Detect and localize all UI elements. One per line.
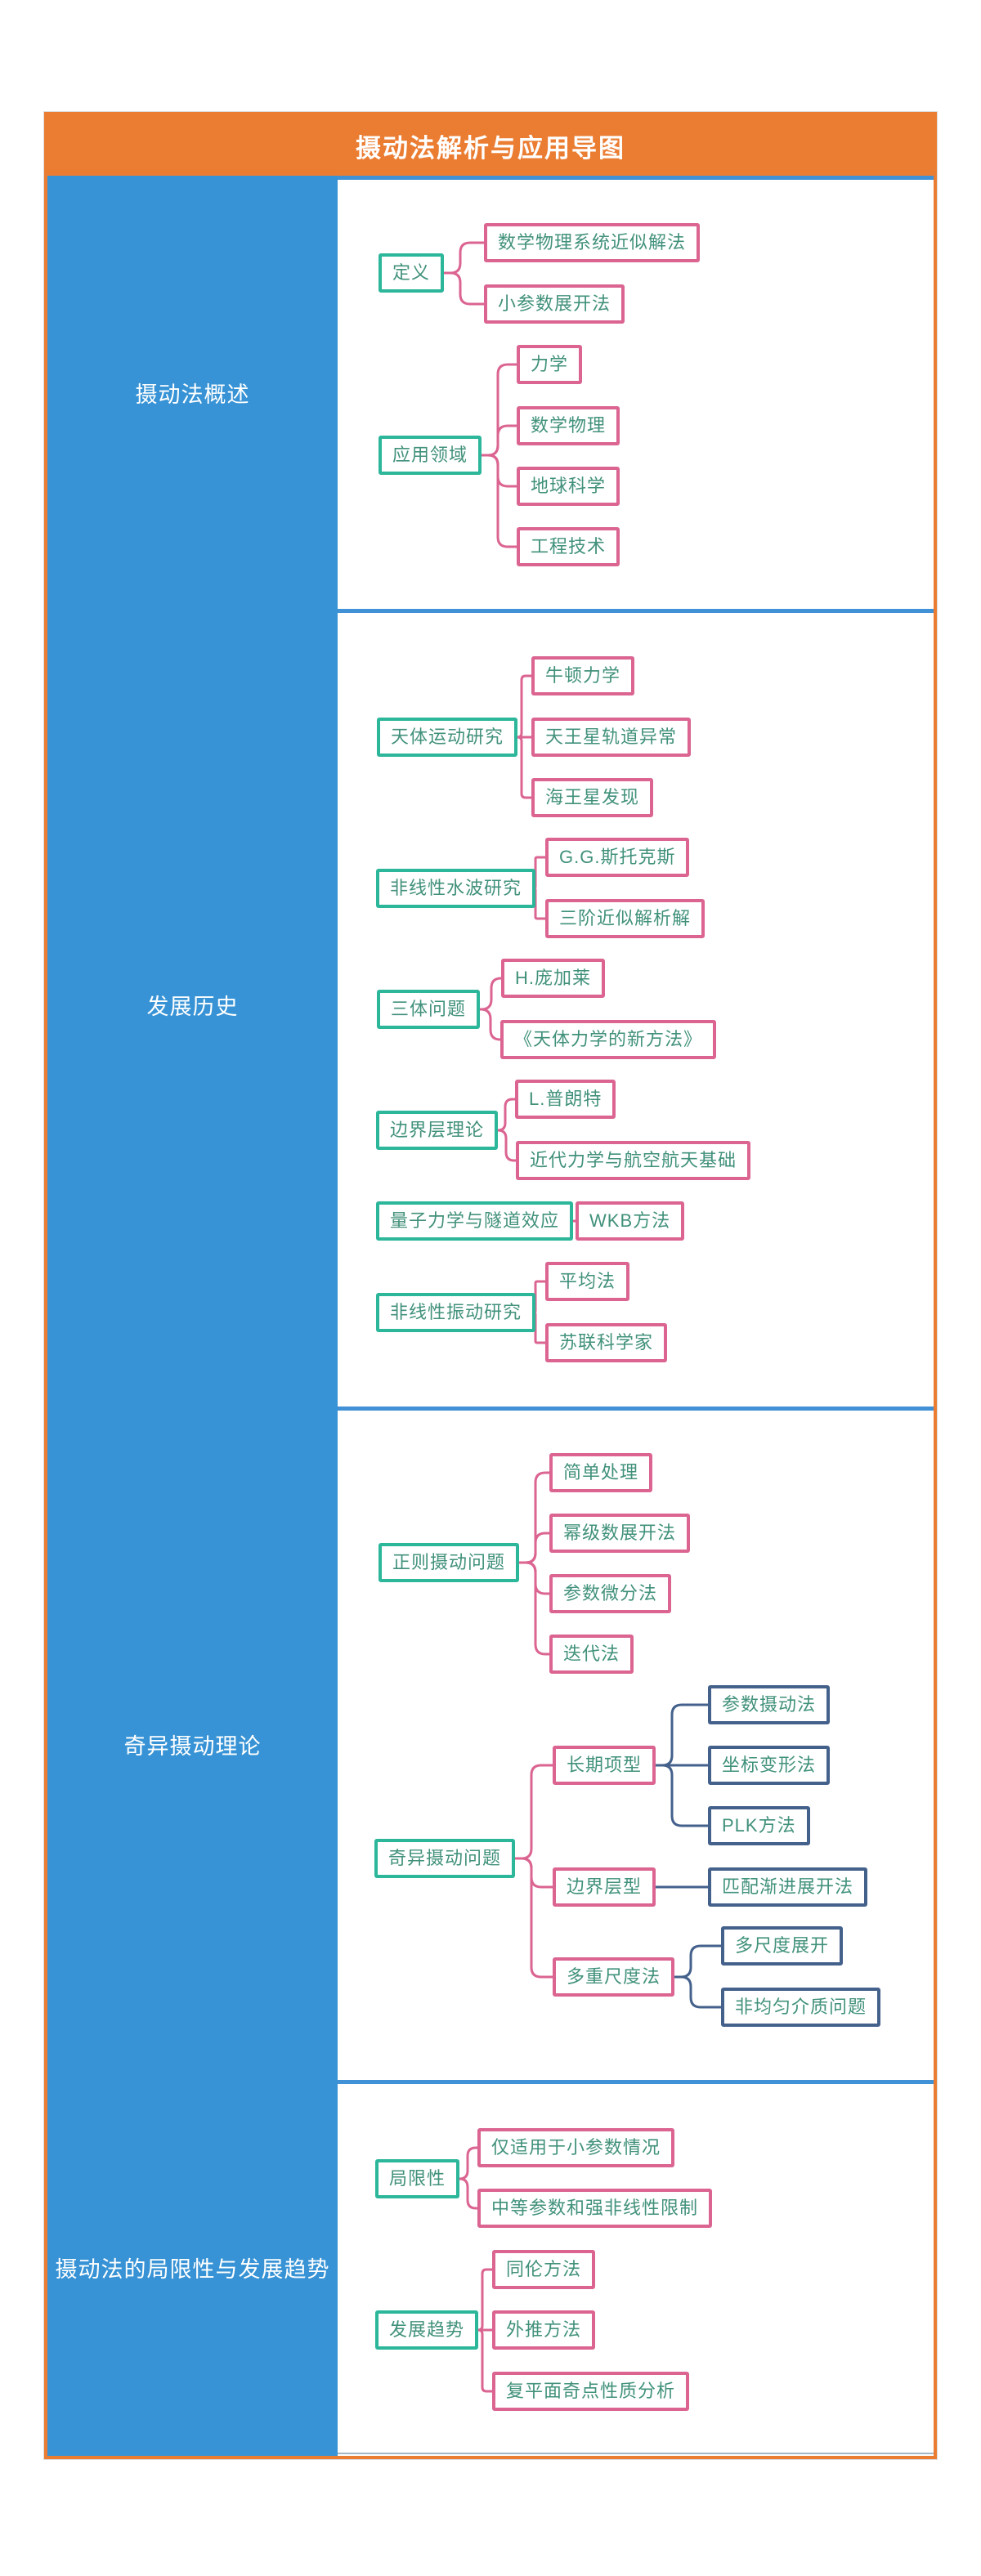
connector-z1-z1c1 — [519, 1471, 549, 1564]
connector-x1c3-x1c3a — [674, 1944, 721, 1979]
mindmap-node-x1c1b: 坐标变形法 — [708, 1746, 831, 1785]
connector-v1-v1c2 — [533, 1311, 545, 1344]
connector-f1-f1c3 — [477, 2328, 492, 2393]
mindmap-node-l1c2: 中等参数和强非线性限制 — [477, 2189, 713, 2228]
mindmap-node-a1: 应用领域 — [379, 436, 482, 475]
mindmap-node-z1c2: 幂级数展开法 — [549, 1514, 691, 1553]
mindmap-node-v1c2: 苏联科学家 — [545, 1323, 668, 1362]
mindmap-node-e1c2: 近代力学与航空航天基础 — [516, 1141, 751, 1180]
connector-d1-d1c1 — [444, 241, 484, 275]
mindmap-node-z1: 正则摄动问题 — [379, 1543, 520, 1582]
mindmap-node-w1c2: 三阶近似解析解 — [545, 899, 706, 938]
mindmap-node-b1: 三体问题 — [377, 990, 481, 1029]
mindmap-node-q1c1: WKB方法 — [576, 1201, 685, 1241]
connector-b1-b1c1 — [480, 977, 502, 1011]
mindmap-node-a1c1: 力学 — [517, 345, 583, 384]
mindmap-node-e1: 边界层理论 — [376, 1111, 499, 1150]
map-title-bar: 摄动法解析与应用导图 — [47, 115, 934, 176]
connector-x1-x1c1 — [515, 1764, 553, 1860]
connector-d1-d1c2 — [444, 271, 484, 306]
mindmap-node-e1c1: L.普朗特 — [515, 1080, 616, 1119]
page-title: 摄动法解析与应用导图 — [356, 133, 625, 163]
connector-w1-w1c2 — [533, 887, 545, 920]
mindmap-node-x1c1: 长期项型 — [553, 1746, 656, 1785]
sidebar-section-label-1: 发展历史 — [146, 995, 239, 1019]
sidebar-section-label-0: 摄动法概述 — [135, 382, 250, 407]
connector-a1-a1c2 — [482, 424, 517, 457]
section-divider-1 — [338, 609, 934, 613]
mindmap-node-f1c2: 外推方法 — [492, 2310, 596, 2350]
mindmap-node-q1: 量子力学与隧道效应 — [376, 1201, 574, 1241]
mindmap-node-d1: 定义 — [379, 253, 445, 293]
mindmap-node-x1c1a: 参数摄动法 — [708, 1685, 831, 1724]
mindmap-node-x1: 奇异摄动问题 — [374, 1839, 516, 1878]
connector-z1-z1c3 — [519, 1561, 549, 1595]
mindmap-node-b1c1: H.庞加莱 — [501, 959, 606, 998]
section-divider-3 — [338, 2080, 934, 2084]
mindmap-node-x1c1c: PLK方法 — [708, 1806, 810, 1845]
mindmap-node-w1: 非线性水波研究 — [376, 869, 536, 908]
mindmap-node-t1c2: 天王星轨道异常 — [531, 718, 692, 757]
mindmap-node-x1c2: 边界层型 — [553, 1867, 656, 1907]
sidebar-section-label-2: 奇异摄动理论 — [123, 1734, 262, 1759]
mindmap-node-d1c2: 小参数展开法 — [484, 284, 625, 324]
connector-x1c1-x1c1c — [656, 1764, 708, 1827]
mindmap-node-a1c3: 地球科学 — [517, 467, 620, 506]
mindmap-node-z1c1: 简单处理 — [549, 1453, 653, 1492]
mindmap-node-w1c1: G.G.斯托克斯 — [545, 838, 690, 877]
mindmap-node-x1c3: 多重尺度法 — [553, 1957, 675, 1997]
connector-w1-w1c1 — [533, 856, 545, 890]
mindmap-node-z1c4: 迭代法 — [549, 1635, 634, 1674]
mindmap-node-l1c1: 仅适用于小参数情况 — [477, 2128, 675, 2167]
mindmap-node-d1c1: 数学物理系统近似解法 — [484, 223, 701, 262]
connector-l1-l1c2 — [459, 2177, 477, 2210]
section-divider-0 — [338, 176, 934, 180]
connector-b1-b1c2 — [480, 1008, 501, 1041]
mindmap-node-z1c3: 参数微分法 — [549, 1574, 672, 1613]
connector-x1c1-x1c1a — [656, 1703, 708, 1767]
connector-a1-a1c4 — [482, 454, 517, 548]
mindmap-node-v1: 非线性振动研究 — [376, 1293, 536, 1332]
mindmap-node-t1c3: 海王星发现 — [531, 778, 654, 817]
mindmap-node-t1: 天体运动研究 — [377, 718, 518, 757]
mindmap-node-x1c3a: 多尺度展开 — [721, 1926, 844, 1966]
connector-a1-a1c3 — [482, 454, 517, 488]
connector-a1-a1c1 — [482, 363, 517, 457]
connector-l1-l1c1 — [459, 2146, 477, 2180]
mindmap-node-l1: 局限性 — [375, 2159, 460, 2198]
mindmap-node-x1c2a: 匹配渐进展开法 — [708, 1867, 868, 1907]
connector-v1-v1c1 — [533, 1280, 545, 1314]
sidebar-section-label-3: 摄动法的局限性与发展趋势 — [55, 2257, 330, 2282]
mindmap-node-f1c3: 复平面奇点性质分析 — [492, 2372, 690, 2411]
mindmap-node-f1: 发展趋势 — [375, 2310, 479, 2350]
section-divider-2 — [338, 1407, 934, 1411]
content-bottom-line — [338, 2453, 934, 2454]
connector-t1-t1c3 — [517, 736, 531, 799]
mindmap-node-a1c4: 工程技术 — [517, 527, 620, 566]
connector-x1-x1c3 — [515, 1857, 553, 1979]
mindmap-node-b1c2: 《天体力学的新方法》 — [500, 1020, 717, 1059]
mindmap-node-a1c2: 数学物理 — [517, 406, 620, 445]
connector-x1c3-x1c3b — [674, 1975, 721, 2009]
connector-e1-e1c1 — [497, 1098, 515, 1132]
connector-x1-x1c2 — [515, 1857, 553, 1889]
connector-t1-t1c1 — [517, 674, 531, 739]
connector-z1-z1c4 — [519, 1561, 549, 1656]
connector-f1-f1c1 — [477, 2268, 492, 2332]
connector-e1-e1c2 — [497, 1129, 516, 1162]
mindmap-node-f1c1: 同伦方法 — [492, 2250, 596, 2289]
sidebar: 摄动法概述发展历史奇异摄动理论摄动法的局限性与发展趋势 — [47, 176, 338, 2456]
mindmap-node-x1c3b: 非均匀介质问题 — [721, 1988, 881, 2027]
mindmap-node-t1c1: 牛顿力学 — [531, 656, 635, 695]
connector-z1-z1c2 — [519, 1532, 549, 1564]
mindmap-node-v1c1: 平均法 — [545, 1262, 630, 1301]
